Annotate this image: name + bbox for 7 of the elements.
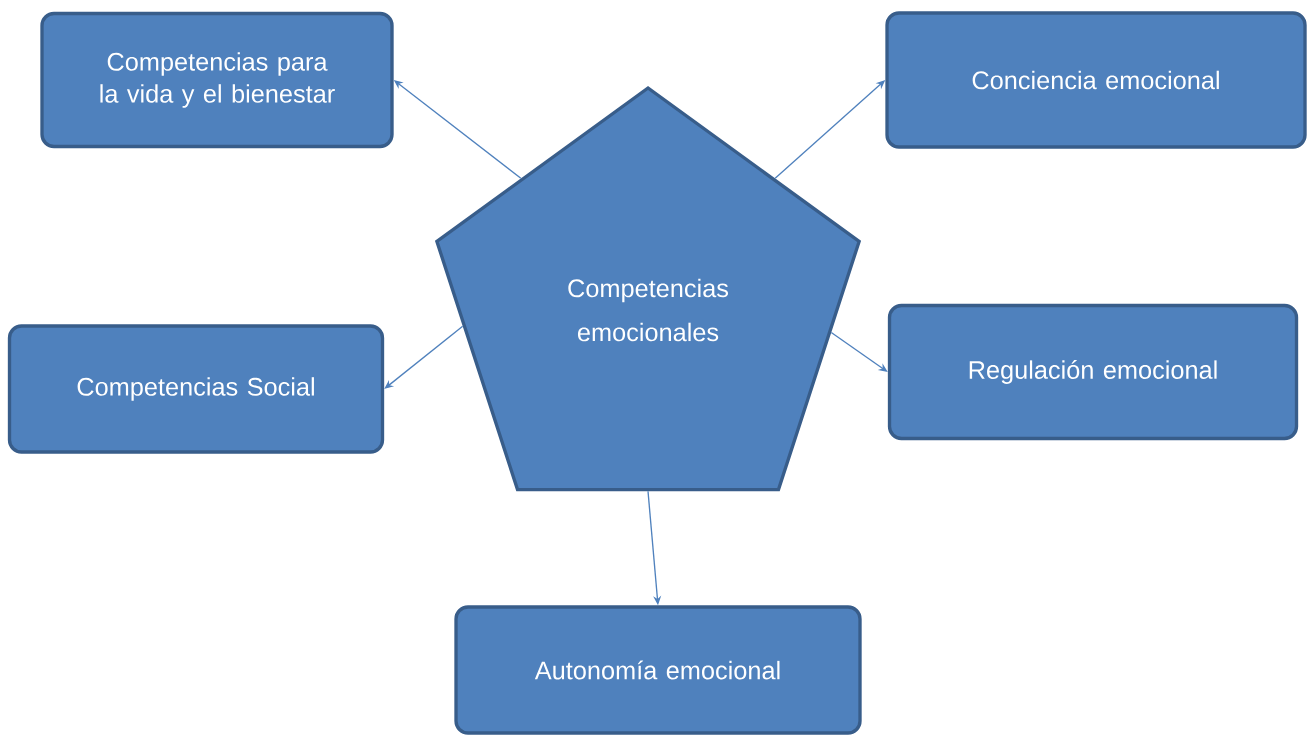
process-box: Competencias Social bbox=[7, 324, 385, 454]
process-box: Regulación emocional bbox=[887, 303, 1299, 441]
process-box: Competencias para la vida y el bienestar bbox=[40, 11, 394, 149]
arrow bbox=[830, 331, 888, 372]
process-box: Autonomía emocional bbox=[454, 605, 862, 735]
arrow bbox=[384, 325, 464, 389]
process-box: Conciencia emocional bbox=[885, 11, 1307, 149]
